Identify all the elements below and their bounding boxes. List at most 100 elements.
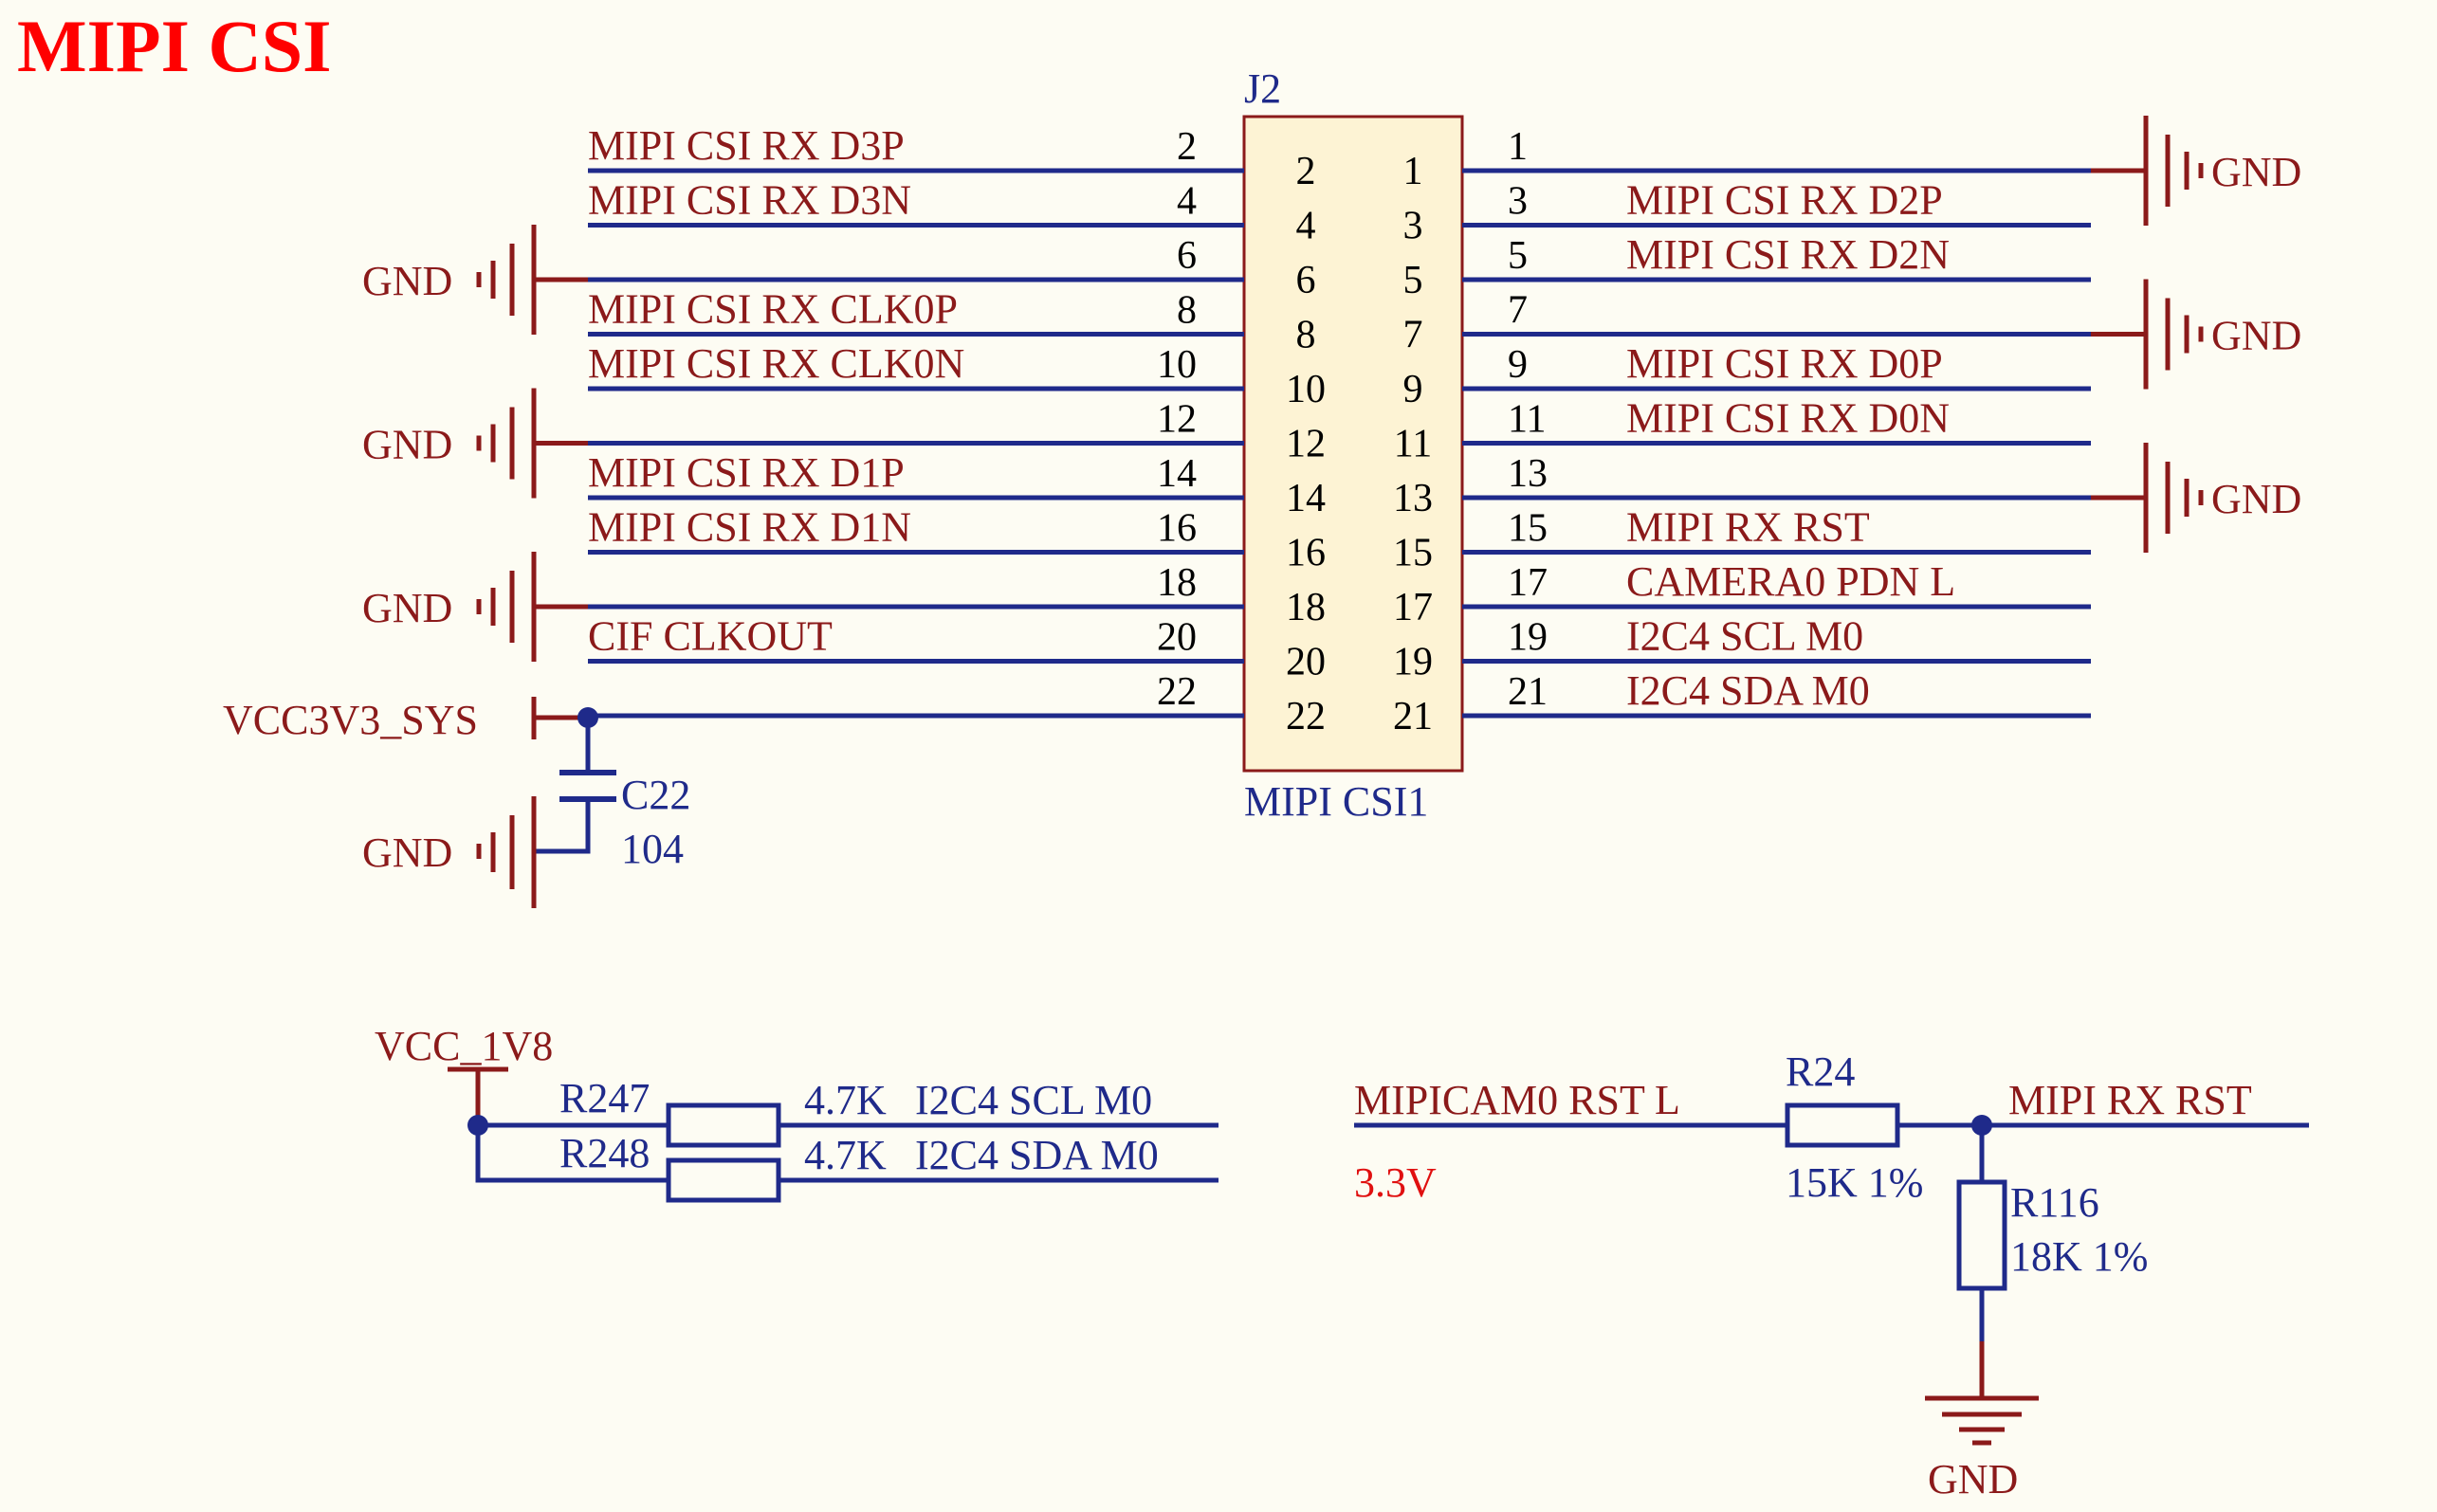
net-label: MIPI CSI RX D0P bbox=[1626, 340, 1943, 387]
r247-designator: R247 bbox=[559, 1075, 650, 1121]
pin-inner-number: 13 bbox=[1393, 477, 1433, 520]
connector-left-row: 16 16 MIPI CSI RX D1N bbox=[588, 504, 1326, 575]
pin-number: 5 bbox=[1508, 234, 1528, 278]
pin-number: 16 bbox=[1157, 507, 1197, 551]
left-gnd-symbols: GND GND GND bbox=[362, 225, 588, 662]
gnd-symbol-left-8: GND bbox=[362, 552, 588, 662]
net-label: MIPI CSI RX CLK0N bbox=[588, 340, 964, 387]
pin-number: 20 bbox=[1157, 616, 1197, 660]
right-gnd-symbols: GND GND GND bbox=[2091, 116, 2301, 553]
pin-inner-number: 6 bbox=[1296, 259, 1316, 302]
connector-right-row: 11 bbox=[1403, 125, 2091, 193]
net-label: MIPI CSI RX D3P bbox=[588, 122, 905, 169]
connector-designator: J2 bbox=[1244, 65, 1281, 112]
r248-body bbox=[666, 1157, 781, 1203]
pin-number: 21 bbox=[1508, 670, 1548, 714]
pin-inner-number: 22 bbox=[1286, 695, 1326, 738]
connector-left-row: 10 10 MIPI CSI RX CLK0N bbox=[588, 340, 1326, 411]
connector-left-row: 66 bbox=[588, 234, 1316, 302]
pin-inner-number: 12 bbox=[1286, 423, 1326, 466]
c22-designator: C22 bbox=[621, 772, 690, 818]
reset-divider: MIPICAM0 RST L 3.3V R24 15K 1% MIPI RX R… bbox=[1354, 1048, 2309, 1503]
r248-designator: R248 bbox=[559, 1130, 650, 1176]
connector-right-row: 5 5 MIPI CSI RX D2N bbox=[1403, 231, 2091, 302]
gnd-label-left-8: GND bbox=[362, 585, 452, 631]
pin-inner-number: 15 bbox=[1393, 532, 1433, 575]
pin-inner-number: 7 bbox=[1403, 314, 1423, 357]
gnd-symbol-left-2: GND bbox=[362, 225, 588, 335]
pin-number: 13 bbox=[1508, 452, 1548, 496]
net-label: I2C4 SDA M0 bbox=[1626, 667, 1870, 714]
pin-number: 12 bbox=[1157, 398, 1197, 442]
pin-inner-number: 1 bbox=[1403, 150, 1423, 193]
pin-inner-number: 5 bbox=[1403, 259, 1423, 302]
pin-number: 4 bbox=[1177, 180, 1197, 224]
connector-right-row: 77 bbox=[1403, 289, 2091, 357]
pin-number: 17 bbox=[1508, 561, 1548, 605]
pin-number: 9 bbox=[1508, 343, 1528, 387]
net-label: CAMERA0 PDN L bbox=[1626, 558, 1955, 605]
net-label: MIPI CSI RX D2P bbox=[1626, 177, 1943, 224]
r247-body bbox=[666, 1102, 781, 1148]
pin-number: 3 bbox=[1508, 180, 1528, 224]
schematic-title: MIPI CSI bbox=[17, 5, 332, 87]
pullup-rail bbox=[475, 1125, 669, 1183]
connector-body bbox=[1242, 115, 1464, 773]
pin-inner-number: 3 bbox=[1403, 205, 1423, 248]
c22-value: 104 bbox=[621, 826, 684, 872]
reset-input-note: 3.3V bbox=[1354, 1159, 1437, 1206]
net-label: MIPI CSI RX D3N bbox=[588, 177, 911, 224]
pin-number: 7 bbox=[1508, 289, 1528, 333]
gnd-symbol-right-0: GND bbox=[2091, 116, 2301, 226]
net-label: CIF CLKOUT bbox=[588, 613, 833, 660]
reset-output-net-label: MIPI RX RST bbox=[2008, 1077, 2252, 1123]
pin-inner-number: 8 bbox=[1296, 314, 1316, 357]
pin-inner-number: 16 bbox=[1286, 532, 1326, 575]
pin-inner-number: 2 bbox=[1296, 150, 1316, 193]
gnd-label-left-2: GND bbox=[362, 258, 452, 304]
reset-gnd-symbol bbox=[1925, 1341, 2039, 1446]
pin-number: 10 bbox=[1157, 343, 1197, 387]
connector-name: MIPI CSI1 bbox=[1244, 778, 1428, 825]
vcc1v8-label: VCC_1V8 bbox=[375, 1023, 553, 1069]
net-label: MIPI CSI RX D2N bbox=[1626, 231, 1950, 278]
net-label: MIPI CSI RX D1N bbox=[588, 504, 911, 551]
pin-inner-number: 17 bbox=[1393, 586, 1433, 629]
r248-net-label: I2C4 SDA M0 bbox=[915, 1132, 1159, 1178]
pin-number: 11 bbox=[1508, 398, 1546, 442]
c22-bottom-lead bbox=[534, 799, 591, 854]
net-label: MIPI CSI RX CLK0P bbox=[588, 286, 958, 333]
gnd-label-right-3: GND bbox=[2211, 313, 2301, 359]
pin-inner-number: 10 bbox=[1286, 368, 1326, 411]
reset-gnd-label: GND bbox=[1928, 1456, 2018, 1503]
pin-number: 2 bbox=[1177, 125, 1197, 169]
pin-number: 18 bbox=[1157, 561, 1197, 605]
r247-net-label: I2C4 SCL M0 bbox=[915, 1077, 1152, 1123]
gnd-symbol-right-3: GND bbox=[2091, 279, 2301, 390]
r248-value: 4.7K bbox=[804, 1132, 887, 1178]
vcc3v3-label: VCC3V3_SYS bbox=[223, 697, 478, 743]
pin-inner-number: 14 bbox=[1286, 477, 1326, 520]
pin-number: 6 bbox=[1177, 234, 1197, 278]
pin-inner-number: 18 bbox=[1286, 586, 1326, 629]
pin-number: 15 bbox=[1508, 507, 1548, 551]
gnd-label-right-6: GND bbox=[2211, 476, 2301, 522]
connector-left-row: 2 2 MIPI CSI RX D3P bbox=[588, 122, 1316, 193]
pin-inner-number: 11 bbox=[1394, 423, 1432, 466]
r247-value: 4.7K bbox=[804, 1077, 887, 1123]
connector-right-row: 17 17 CAMERA0 PDN L bbox=[1393, 558, 2091, 629]
pin-number: 19 bbox=[1508, 616, 1548, 660]
reset-input-net-label: MIPICAM0 RST L bbox=[1354, 1077, 1680, 1123]
c22-gnd-label: GND bbox=[362, 829, 452, 876]
r116-value: 18K 1% bbox=[2010, 1233, 2148, 1280]
pin-number: 1 bbox=[1508, 125, 1528, 169]
gnd-label-left-5: GND bbox=[362, 422, 452, 468]
gnd-label-right-0: GND bbox=[2211, 149, 2301, 195]
